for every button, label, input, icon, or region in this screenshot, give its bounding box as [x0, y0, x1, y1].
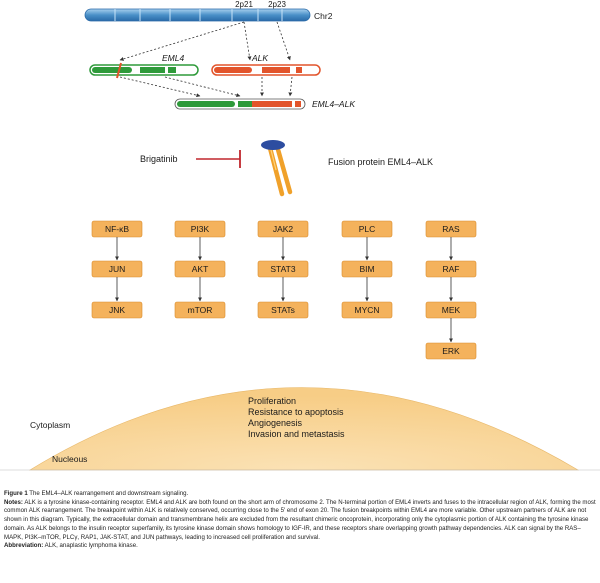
- pathway-node-label: JAK2: [273, 224, 294, 234]
- pathway-node-label: ERK: [442, 346, 460, 356]
- drug-label: Brigatinib: [140, 154, 178, 164]
- pathway-node-label: PI3K: [191, 224, 210, 234]
- chromosome-2: [84, 8, 311, 22]
- pathway-node-box: [425, 342, 477, 360]
- fusion-protein-icon: [261, 140, 293, 197]
- eml4-gene: [89, 62, 199, 79]
- pathway-node-label: MEK: [442, 305, 461, 315]
- alk-label: ALK: [251, 53, 268, 63]
- protein-label: Fusion protein EML4–ALK: [328, 157, 433, 167]
- eml4-label: EML4: [162, 53, 184, 63]
- eml4-alk-fusion-gene: [174, 98, 306, 110]
- pathway-node-label: BIM: [359, 264, 374, 274]
- pathway-node-box: [91, 301, 143, 319]
- caption-title-line: Figure 1 The EML4–ALK rearrangement and …: [4, 490, 596, 499]
- pathway-node-label: RAF: [443, 264, 460, 274]
- nucleus-dome: [0, 387, 600, 471]
- chromosome-label: Chr2: [314, 11, 333, 21]
- figure-title: The EML4–ALK rearrangement and downstrea…: [29, 490, 189, 497]
- band-label-right: 2p23: [268, 0, 286, 9]
- abbreviation-label: Abbreviation:: [4, 542, 44, 550]
- pathway-node-label: JUN: [109, 264, 126, 274]
- band-label-left: 2p21: [235, 0, 253, 9]
- locus-arrows: [119, 21, 291, 61]
- pathway-node-label: JNK: [109, 305, 125, 315]
- pathway-node-box: [257, 301, 309, 319]
- fusion-label: EML4–ALK: [312, 99, 355, 109]
- pathway-node-box: [174, 301, 226, 319]
- cytoplasm-label: Cytoplasm: [30, 420, 70, 430]
- alk-gene: [211, 64, 321, 76]
- outcome-item: Proliferation: [248, 396, 296, 406]
- figure-caption: Figure 1 The EML4–ALK rearrangement and …: [4, 490, 596, 582]
- caption-abbreviation: Abbreviation: ALK, anaplastic lymphoma k…: [4, 542, 596, 551]
- pathway-node-label: mTOR: [188, 305, 213, 315]
- pathway-node-box: [341, 301, 393, 319]
- outcome-item: Invasion and metastasis: [248, 429, 345, 439]
- eml4-alk-diagram: Chr2 2p21 2p23 EML4 ALK EML4–ALK: [0, 0, 600, 471]
- outcome-item: Resistance to apoptosis: [248, 407, 344, 417]
- fusion-arrows: [119, 76, 293, 98]
- pathway-node-label: MYCN: [354, 305, 379, 315]
- notes-text: ALK is a tyrosine kinase-containing rece…: [4, 498, 596, 541]
- pathway-node-label: STATs: [271, 305, 295, 315]
- figure-label: Figure 1: [4, 490, 28, 497]
- caption-notes: Notes: ALK is a tyrosine kinase-containi…: [4, 499, 596, 543]
- pathway-node-label: PLC: [359, 224, 376, 234]
- inhibition-line: [196, 150, 241, 168]
- pathway-node-label: AKT: [192, 264, 209, 274]
- abbreviation-text: ALK, anaplastic lymphoma kinase.: [44, 542, 138, 550]
- nucleus-label: Nucleous: [52, 454, 87, 464]
- pathway-node-label: NF-κB: [105, 224, 129, 234]
- pathway-node-label: STAT3: [270, 264, 295, 274]
- notes-label: Notes:: [4, 498, 23, 506]
- outcome-item: Angiogenesis: [248, 418, 303, 428]
- pathway-node-label: RAS: [442, 224, 460, 234]
